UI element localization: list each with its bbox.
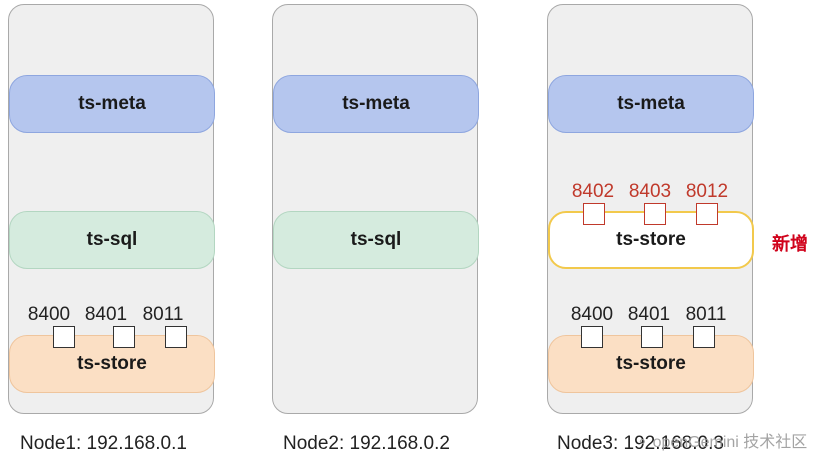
- node3-ts-meta-label: ts-meta: [617, 93, 685, 114]
- node3-ts-meta: ts-meta: [548, 75, 754, 133]
- watermark-text: openGemini 技术社区: [652, 434, 808, 451]
- node1-ts-sql-label: ts-sql: [86, 229, 138, 250]
- node3-new-ts-store: ts-store: [548, 211, 754, 269]
- node3-new-port-label-2: 8403: [628, 181, 672, 202]
- node1-caption: Node1: 192.168.0.1: [20, 433, 187, 454]
- node1-port-label-1: 8400: [27, 304, 71, 325]
- node3-port-label-2: 8401: [627, 304, 671, 325]
- node3-new-port-label-1: 8402: [571, 181, 615, 202]
- node3-port-label-1: 8400: [570, 304, 614, 325]
- node1-ts-store-label: ts-store: [77, 353, 147, 374]
- node1-container: ts-meta ts-sql 8400 8401 8011 ts-store: [8, 4, 215, 414]
- node3-caption: Node3: 192.168.0.3: [557, 433, 724, 454]
- node3-port-label-3: 8011: [685, 304, 727, 325]
- node2-ts-meta: ts-meta: [273, 75, 479, 133]
- new-added-label: 新增: [772, 234, 808, 255]
- node3-new-port-label-3: 8012: [685, 181, 729, 202]
- node3-ts-store-label: ts-store: [616, 353, 686, 374]
- node3-port-box-3: [693, 326, 715, 348]
- node2-caption: Node2: 192.168.0.2: [283, 433, 450, 454]
- node2-ts-sql-label: ts-sql: [350, 229, 402, 250]
- node1-ts-meta: ts-meta: [9, 75, 215, 133]
- node3-new-port-box-2: [644, 203, 666, 225]
- node3-port-box-1: [581, 326, 603, 348]
- node3-new-port-box-3: [696, 203, 718, 225]
- node1-port-box-2: [113, 326, 135, 348]
- node1-ts-meta-label: ts-meta: [78, 93, 146, 114]
- node1-ts-sql: ts-sql: [9, 211, 215, 269]
- watermark: ⚬openGemini 技术社区: [636, 428, 807, 452]
- node3-new-ts-store-label: ts-store: [616, 229, 686, 250]
- node1-port-box-3: [165, 326, 187, 348]
- node1-port-label-3: 8011: [142, 304, 184, 325]
- node3-port-box-2: [641, 326, 663, 348]
- node3-new-port-box-1: [583, 203, 605, 225]
- node2-container: ts-meta ts-sql: [272, 4, 479, 414]
- node2-ts-sql: ts-sql: [273, 211, 479, 269]
- node2-ts-meta-label: ts-meta: [342, 93, 410, 114]
- node1-port-box-1: [53, 326, 75, 348]
- wechat-icon: ⚬: [636, 434, 649, 451]
- node1-port-label-2: 8401: [84, 304, 128, 325]
- node3-container: ts-meta 8402 8403 8012 ts-store 8400 840…: [547, 4, 754, 414]
